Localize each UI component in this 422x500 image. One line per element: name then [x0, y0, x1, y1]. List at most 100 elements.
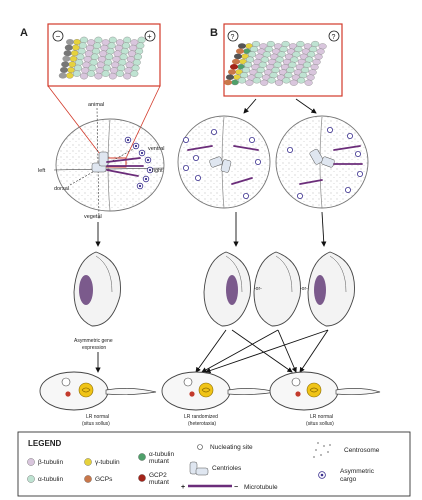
caption-normal-a-1: LR normal	[86, 414, 109, 420]
tubulin-subunit	[88, 64, 97, 72]
caption-asymmetric-1: Asymmetric gene	[74, 338, 113, 344]
tubulin-subunit	[304, 79, 313, 86]
gamma-tubulin-subunit	[231, 79, 239, 86]
caption-normal-b-2: (situs sollus)	[306, 421, 334, 427]
tubulin-subunit	[273, 61, 282, 68]
plus-end-marker: +	[144, 30, 156, 42]
tubulin-subunit	[318, 43, 327, 50]
legend-nucleating: Nucleating site	[210, 444, 253, 451]
gcp-subunit	[64, 44, 73, 51]
axis-label-animal: animal	[88, 102, 104, 108]
caption-normal-b-1: LR normal	[310, 414, 333, 420]
gcp-subunit	[66, 39, 74, 45]
legend-title: LEGEND	[28, 439, 62, 448]
caption-randomized-2: (heterotaxia)	[188, 421, 216, 427]
gcp-subunit	[230, 64, 238, 70]
tubulin-subunit	[135, 47, 144, 55]
arrow-b-to-embryo-right	[295, 98, 317, 114]
tubulin-subunit	[116, 70, 124, 77]
tubulin-subunit	[290, 56, 299, 63]
tubulin-subunit	[251, 40, 261, 48]
tubulin-subunit	[308, 69, 317, 76]
tubulin-subunit	[275, 56, 284, 63]
microtubule-lattice-a	[58, 36, 146, 80]
tubulin-subunit	[102, 64, 111, 72]
tubulin-subunit	[108, 36, 117, 44]
legend-centrioles: Centrioles	[212, 465, 242, 472]
tubulin-subunit	[107, 42, 116, 49]
tubulin-subunit	[292, 51, 301, 58]
tubulin-subunit	[314, 53, 323, 60]
svg-text:−: −	[56, 32, 61, 41]
tubulin-subunit	[264, 46, 273, 53]
tubulin-subunit	[245, 79, 254, 86]
tubulin-subunit	[245, 56, 255, 63]
tubulin-subunit	[94, 36, 103, 44]
tubulin-subunit	[256, 66, 265, 74]
tubulin-subunit	[294, 46, 303, 53]
svg-text:+: +	[181, 484, 185, 491]
tailbud-b3	[307, 251, 355, 327]
tubulin-subunit	[289, 79, 298, 86]
centrioles-icon	[91, 151, 109, 173]
cargo-a	[124, 136, 154, 190]
tailbud-a	[73, 251, 121, 327]
axis-label-vegetal: vegetal	[84, 214, 102, 220]
legend-gcp2-mutant-2: mutant	[149, 479, 169, 486]
tubulin-subunit	[288, 61, 297, 68]
tubulin-subunit	[94, 72, 103, 80]
legend-gcps: GCPs	[95, 476, 113, 483]
tubulin-subunit	[312, 58, 321, 65]
tubulin-subunit	[260, 56, 269, 63]
nucleating-site-icon	[197, 444, 203, 450]
tubulin-subunit	[307, 51, 316, 58]
tadpole-a	[39, 371, 157, 411]
tubulin-subunit	[72, 70, 81, 77]
tubulin-subunit	[281, 40, 290, 48]
tubulin-subunit	[266, 40, 275, 48]
tubulin-subunit	[310, 64, 319, 71]
or-label-1: -or-	[254, 286, 262, 292]
microtubule-lattice-b	[224, 40, 327, 86]
tubulin-subunit	[249, 46, 259, 53]
panel-a-microtubule-closeup: − +	[47, 23, 161, 87]
tubulin-subunit	[241, 66, 251, 74]
gcp-subunit	[228, 69, 236, 75]
legend-microtubule: Microtubule	[244, 484, 278, 491]
centrosome-icon	[313, 442, 331, 458]
tubulin-subunit	[299, 72, 308, 79]
tubulin-subunit	[237, 77, 247, 84]
tubulin-subunit	[117, 64, 126, 72]
tubulin-subunit	[267, 77, 276, 84]
panel-b-microtubule-closeup: ? ?	[223, 23, 343, 97]
tailbud-b1	[203, 251, 251, 327]
tubulin-subunit	[269, 72, 278, 79]
legend-cargo-1: Asymmetric	[340, 468, 375, 475]
tubulin-subunit	[137, 36, 146, 44]
tubulin-subunit	[106, 47, 115, 55]
legend-cargo-2: cargo	[340, 476, 357, 483]
unknown-polarity-right: ?	[328, 30, 340, 42]
legend-centrosome: Centrosome	[344, 447, 380, 454]
tubulin-subunit	[134, 53, 142, 61]
tubulin-subunit	[130, 70, 139, 77]
axis-label-ventral: ventral	[148, 146, 165, 152]
svg-text:−: −	[234, 484, 238, 491]
tubulin-subunit	[258, 61, 267, 68]
gcp-subunit	[236, 48, 244, 54]
gcp-subunit	[224, 79, 232, 86]
tubulin-subunit	[279, 46, 288, 53]
tubulin-subunit	[131, 64, 140, 72]
gcp-subunit	[61, 61, 70, 68]
legend-alpha-mutant-2: mutant	[149, 458, 169, 465]
legend: LEGEND β-tubulin α-tubulin γ-tubulin GCP…	[17, 431, 411, 497]
svg-text:?: ?	[332, 34, 336, 41]
gcp-subunit	[238, 43, 246, 49]
gcp-subunit	[62, 55, 71, 62]
tubulin-subunit	[92, 47, 100, 55]
tubulin-subunit	[239, 72, 249, 79]
tubulin-subunit	[118, 59, 127, 66]
tubulin-subunit	[75, 59, 84, 66]
tubulin-subunit	[105, 53, 114, 61]
